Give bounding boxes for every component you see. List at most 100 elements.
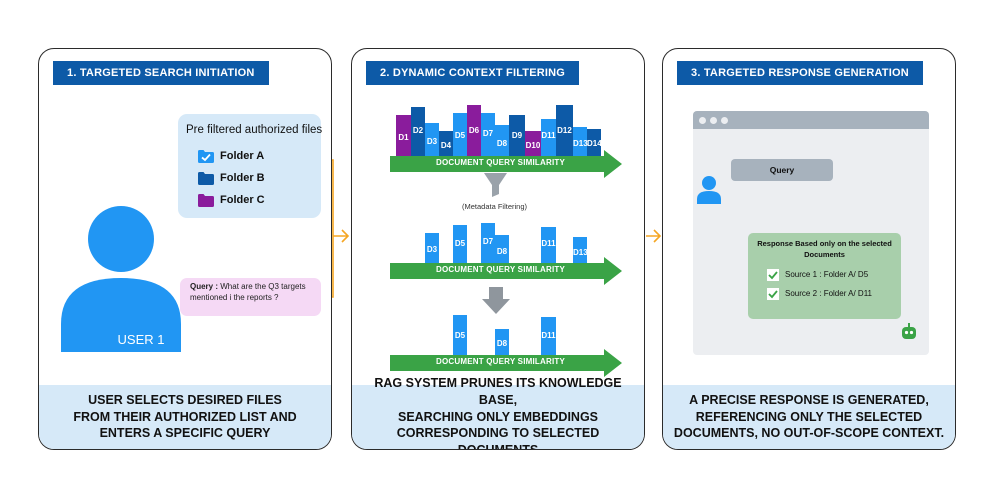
row2-bars (425, 223, 587, 267)
bar-label: D11 (541, 239, 556, 248)
bar-label: D7 (482, 237, 494, 246)
bar-d5 (453, 113, 467, 157)
browser-title-bar (693, 111, 929, 129)
user-avatar-icon (61, 206, 181, 352)
connector-arrow-2 (646, 229, 662, 243)
query-input-box[interactable]: Query : What are the Q3 targets mentione… (180, 278, 321, 316)
bar-d14 (587, 129, 601, 157)
bar-label: D6 (468, 126, 480, 135)
down-arrow-icon (482, 287, 510, 314)
authorized-files-box: Pre filtered authorized files Folder A F… (178, 114, 323, 218)
funnel-icon (484, 173, 507, 197)
panel1-footer: USER SELECTS DESIRED FILES FROM THEIR AU… (39, 385, 331, 449)
bar2-d5 (453, 225, 467, 267)
bar-d13 (573, 127, 587, 157)
axis-label-3: DOCUMENT QUERY SIMILARITY (436, 357, 566, 366)
query-label: Query : (190, 282, 219, 291)
bar-label: D8 (496, 247, 508, 256)
bar2-d7 (481, 223, 495, 267)
panel-search-initiation: 1. TARGETED SEARCH INITIATION Pre filter… (38, 48, 332, 450)
response-box: Response Based only on the selected Docu… (748, 233, 901, 319)
similarity-arrow-3 (390, 349, 622, 377)
user-label: USER 1 (117, 332, 165, 347)
bar-label: D4 (440, 141, 452, 150)
bar3-d5 (453, 315, 467, 355)
query-bubble: Query (731, 159, 833, 181)
checked-folder-icon (198, 149, 214, 163)
bar-d10 (525, 131, 541, 157)
axis-label-1: DOCUMENT QUERY SIMILARITY (436, 158, 566, 167)
bar-d8 (495, 125, 509, 157)
folder-c-label: Folder C (220, 194, 265, 206)
panel3-header: 3. TARGETED RESPONSE GENERATION (677, 61, 923, 85)
bar-d9 (509, 115, 525, 157)
folder-icon (198, 193, 214, 207)
source-label: Source 2 : Folder A/ D11 (785, 289, 873, 298)
bar-label: D5 (454, 131, 466, 140)
response-title: Response Based only on the selected Docu… (757, 239, 892, 259)
bar-label: D3 (426, 137, 438, 146)
bar-d1 (396, 115, 411, 157)
row1-bars (396, 105, 601, 157)
bar-d3 (425, 123, 439, 157)
bar2-d13 (573, 237, 587, 267)
bar-label: D11 (541, 131, 556, 140)
bar3-d11 (541, 317, 556, 355)
folder-b-label: Folder B (220, 172, 265, 184)
similarity-chart-svg (390, 105, 622, 377)
folder-icon (198, 171, 214, 185)
bar2-d8 (495, 235, 509, 267)
similarity-arrow-1 (390, 150, 622, 178)
bar-label: D2 (412, 126, 424, 135)
bar-label: D13 (573, 139, 588, 148)
bar-d11 (541, 119, 556, 157)
robot-icon (902, 323, 916, 339)
panel1-header: 1. TARGETED SEARCH INITIATION (53, 61, 269, 85)
source-label: Source 1 : Folder A/ D5 (785, 270, 869, 279)
folder-item-b[interactable]: Folder B (198, 167, 313, 189)
bar-label: D14 (587, 139, 602, 148)
bar-label: D1 (398, 133, 409, 142)
bar-label: D12 (557, 126, 572, 135)
bar-label: D8 (496, 339, 508, 348)
panel-response-generation: 3. TARGETED RESPONSE GENERATION Query Re… (662, 48, 956, 450)
bar-label: D5 (454, 239, 466, 248)
panel2-footer: RAG SYSTEM PRUNES ITS KNOWLEDGE BASE, SE… (352, 376, 644, 449)
bar-label: D7 (482, 129, 494, 138)
folder-item-c[interactable]: Folder C (198, 189, 313, 211)
files-title: Pre filtered authorized files (186, 124, 323, 136)
bar-label: D3 (426, 245, 438, 254)
source-item-2[interactable]: Source 2 : Folder A/ D11 (767, 284, 893, 303)
panel-context-filtering: 2. DYNAMIC CONTEXT FILTERING (351, 48, 645, 450)
axis-label-2: DOCUMENT QUERY SIMILARITY (436, 265, 566, 274)
source-item-1[interactable]: Source 1 : Folder A/ D5 (767, 265, 893, 284)
bar-d4 (439, 131, 453, 157)
bar3-d8 (495, 329, 509, 355)
bar-label: D10 (525, 141, 541, 150)
bar-d2 (411, 107, 425, 157)
folder-item-a[interactable]: Folder A (198, 145, 313, 167)
query-text: What are the Q3 targets mentioned i the … (190, 282, 306, 302)
user-icon (697, 176, 721, 204)
panel3-footer: A PRECISE RESPONSE IS GENERATED, REFEREN… (663, 385, 955, 449)
folder-a-label: Folder A (220, 150, 265, 162)
bar-d7 (481, 113, 495, 157)
bar-label: D11 (541, 331, 556, 340)
window-dot (710, 116, 717, 124)
checkmark-icon (767, 287, 779, 300)
panel2-header: 2. DYNAMIC CONTEXT FILTERING (366, 61, 580, 85)
metadata-filter-label: (Metadata Filtering) (462, 202, 528, 211)
bar-label: D9 (511, 131, 523, 140)
window-dot (721, 116, 728, 124)
bar2-d11 (541, 227, 556, 267)
bar-label: D8 (496, 139, 508, 148)
row3-bars (453, 315, 556, 355)
checkmark-icon (767, 268, 779, 281)
window-dot (699, 116, 706, 124)
similarity-arrow-2 (390, 257, 622, 285)
bar2-d3 (425, 233, 439, 267)
bar-label: D13 (573, 248, 588, 257)
bar-label: D5 (454, 331, 466, 340)
connector-arrow-1 (333, 229, 350, 243)
bar-d6 (467, 105, 481, 157)
